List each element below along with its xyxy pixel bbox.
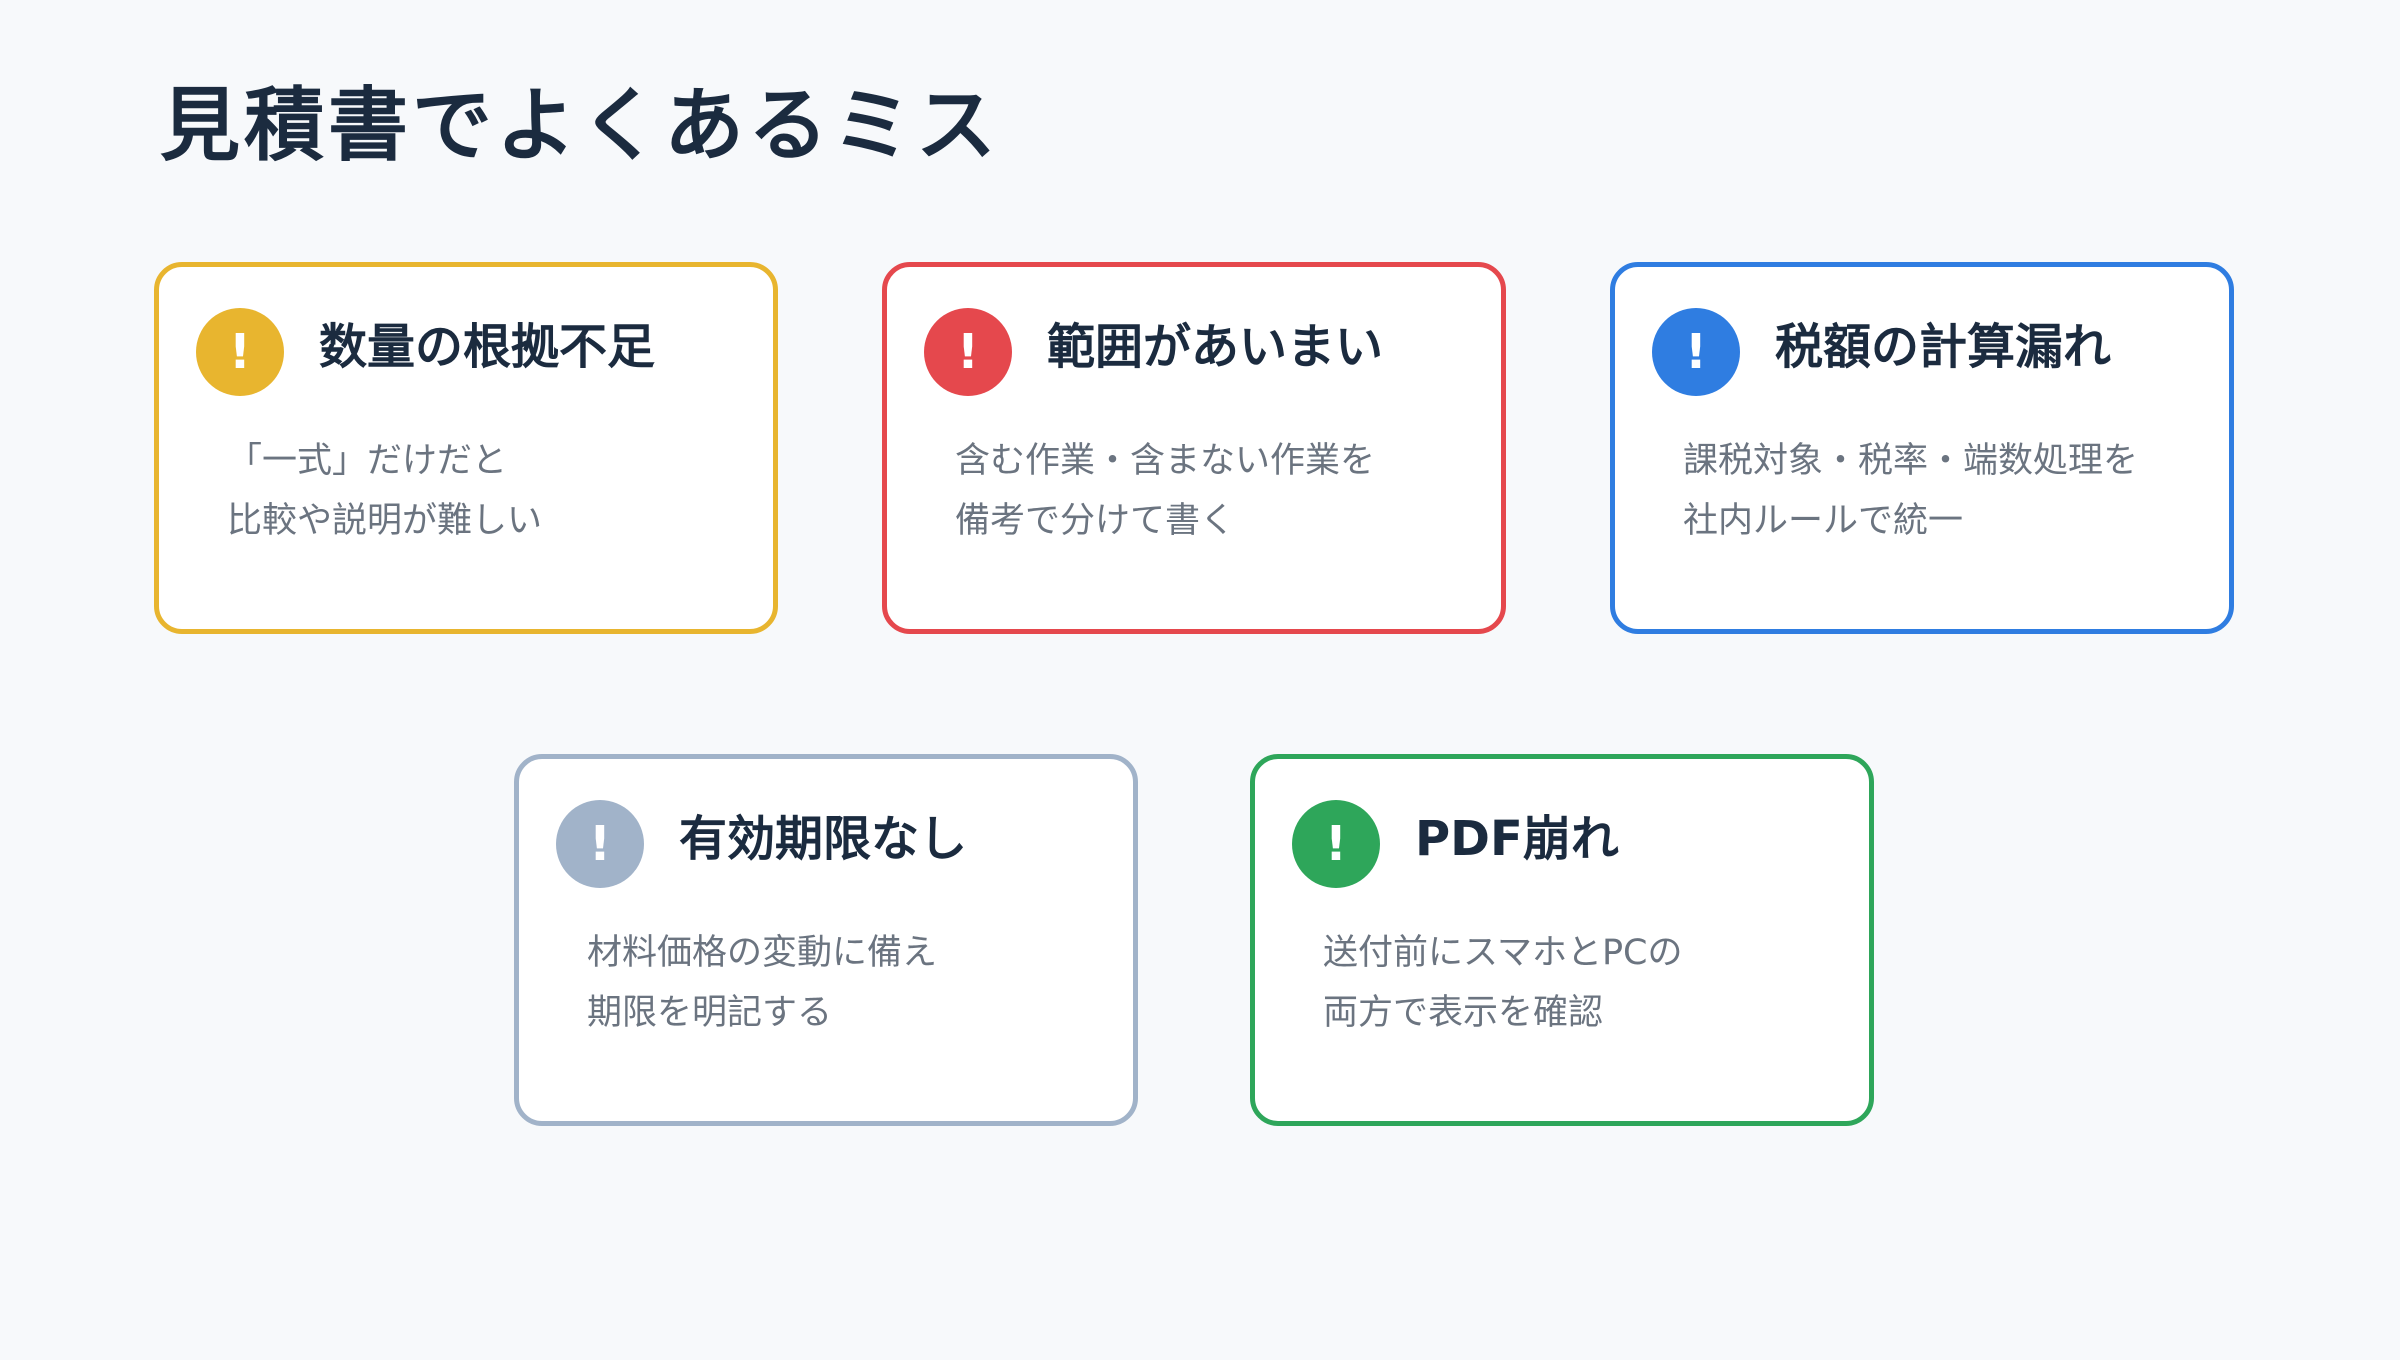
card-quantity-basis: ! 数量の根拠不足 「一式」だけだと 比較や説明が難しい xyxy=(154,262,778,634)
card-description-line: 課税対象・税率・端数処理を xyxy=(1683,441,2139,481)
card-description: 材料価格の変動に備え 期限を明記する xyxy=(587,923,937,1043)
card-description-line: 社内ルールで統一 xyxy=(1683,501,1964,541)
card-description-line: 「一式」だけだと xyxy=(227,441,508,481)
card-title: 有効期限なし xyxy=(679,811,968,867)
card-title: 範囲があいまい xyxy=(1047,319,1384,375)
card-description-line: 備考で分けて書く xyxy=(955,501,1236,541)
card-description-line: 期限を明記する xyxy=(587,993,833,1033)
card-scope-ambiguity: ! 範囲があいまい 含む作業・含まない作業を 備考で分けて書く xyxy=(882,262,1506,634)
card-description-line: 比較や説明が難しい xyxy=(227,501,543,541)
card-title: 数量の根拠不足 xyxy=(319,319,656,375)
page-title: 見積書でよくあるミス xyxy=(160,79,1000,172)
exclamation-icon: ! xyxy=(924,308,1012,396)
card-title: PDF崩れ xyxy=(1415,811,1619,867)
card-title: 税額の計算漏れ xyxy=(1775,319,2112,375)
card-pdf-layout: ! PDF崩れ 送付前にスマホとPCの 両方で表示を確認 xyxy=(1250,754,1874,1126)
exclamation-icon: ! xyxy=(196,308,284,396)
exclamation-icon: ! xyxy=(556,800,644,888)
card-expiry-date: ! 有効期限なし 材料価格の変動に備え 期限を明記する xyxy=(514,754,1138,1126)
card-description: 含む作業・含まない作業を 備考で分けて書く xyxy=(955,431,1375,551)
card-description-line: 送付前にスマホとPCの xyxy=(1323,933,1683,973)
card-description-line: 含む作業・含まない作業を xyxy=(955,441,1376,481)
card-description: 送付前にスマホとPCの 両方で表示を確認 xyxy=(1323,923,1683,1043)
exclamation-icon: ! xyxy=(1652,308,1740,396)
exclamation-icon: ! xyxy=(1292,800,1380,888)
card-tax-calculation: ! 税額の計算漏れ 課税対象・税率・端数処理を 社内ルールで統一 xyxy=(1610,262,2234,634)
card-description: 課税対象・税率・端数処理を 社内ルールで統一 xyxy=(1683,431,2138,551)
card-description: 「一式」だけだと 比較や説明が難しい xyxy=(227,431,542,551)
card-description-line: 材料価格の変動に備え xyxy=(587,933,938,973)
card-description-line: 両方で表示を確認 xyxy=(1323,993,1604,1033)
